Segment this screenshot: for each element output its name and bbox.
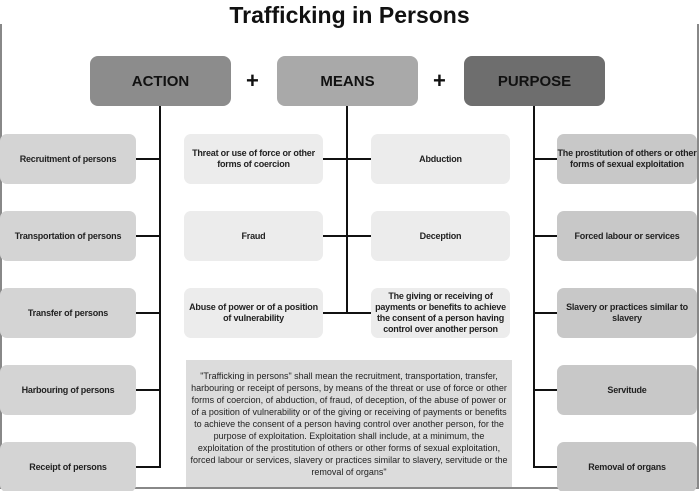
- connector-line: [136, 312, 160, 314]
- plus-sign: +: [246, 68, 259, 93]
- means-box: The giving or receiving of payments or b…: [371, 288, 510, 338]
- connector-line: [534, 389, 557, 391]
- purpose-connector-line: [533, 106, 535, 468]
- plus-sign: +: [433, 68, 446, 93]
- action-connector-line: [159, 106, 161, 468]
- action-box: Transportation of persons: [0, 211, 136, 261]
- connector-line: [136, 158, 160, 160]
- purpose-box: Removal of organs: [557, 442, 697, 491]
- action-box: Receipt of persons: [0, 442, 136, 491]
- connector-line: [136, 466, 160, 468]
- connector-line: [534, 312, 557, 314]
- means-connector-line: [346, 106, 348, 314]
- purpose-box: Servitude: [557, 365, 697, 415]
- purpose-box: Slavery or practices similar to slavery: [557, 288, 697, 338]
- action-box: Recruitment of persons: [0, 134, 136, 184]
- purpose-box: The prostitution of others or other form…: [557, 134, 697, 184]
- means-header: MEANS: [277, 56, 418, 106]
- purpose-header: PURPOSE: [464, 56, 605, 106]
- purpose-box: Forced labour or services: [557, 211, 697, 261]
- diagram-title: Trafficking in Persons: [229, 2, 470, 28]
- connector-line: [323, 312, 371, 314]
- means-box: Abduction: [371, 134, 510, 184]
- means-box: Fraud: [184, 211, 323, 261]
- connector-line: [323, 158, 371, 160]
- action-box: Transfer of persons: [0, 288, 136, 338]
- means-box: Abuse of power or of a position of vulne…: [184, 288, 323, 338]
- connector-line: [534, 158, 557, 160]
- action-box: Harbouring of persons: [0, 365, 136, 415]
- means-box: Threat or use of force or other forms of…: [184, 134, 323, 184]
- connector-line: [136, 235, 160, 237]
- definition-text: "Trafficking in persons" shall mean the …: [186, 360, 512, 487]
- connector-line: [534, 235, 557, 237]
- connector-line: [136, 389, 160, 391]
- action-header: ACTION: [90, 56, 231, 106]
- connector-line: [534, 466, 557, 468]
- means-box: Deception: [371, 211, 510, 261]
- connector-line: [323, 235, 371, 237]
